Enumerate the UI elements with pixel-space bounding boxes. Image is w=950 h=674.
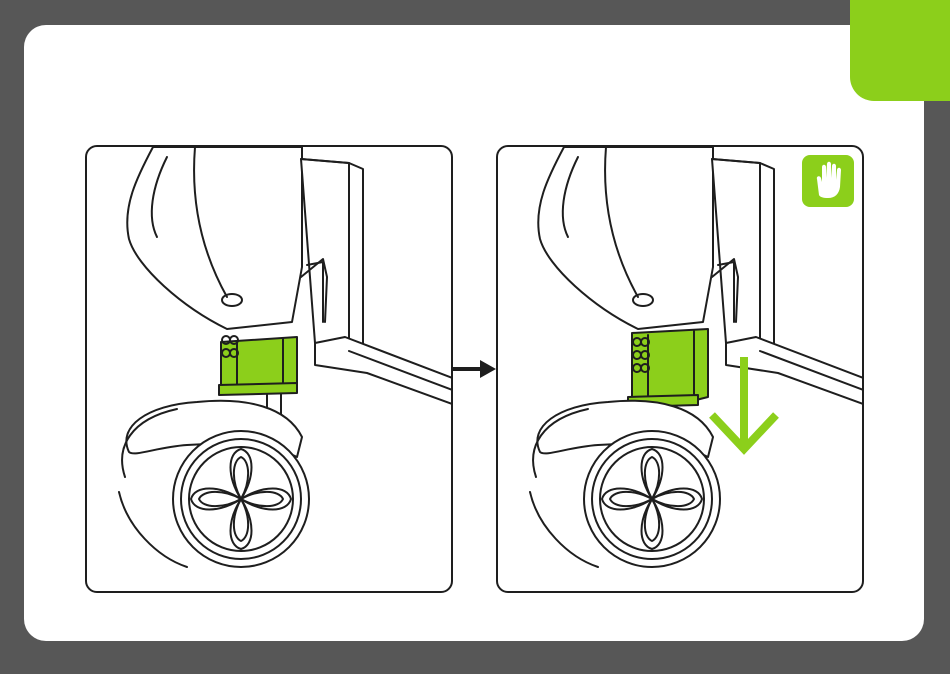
right-arrow-icon [452,358,496,380]
caster-illustration-after [498,147,864,593]
page-corner-tab [850,0,950,101]
frame-leg [301,159,363,347]
stop-hand-icon [802,155,854,207]
stop-hand-badge [802,155,854,207]
step-panel-after [496,145,864,593]
caster-illustration-before [87,147,453,593]
step-panel-before [85,145,453,593]
lock-collar-pressed [632,329,708,405]
frame-crossbar [315,337,453,405]
housing-body [127,147,302,329]
